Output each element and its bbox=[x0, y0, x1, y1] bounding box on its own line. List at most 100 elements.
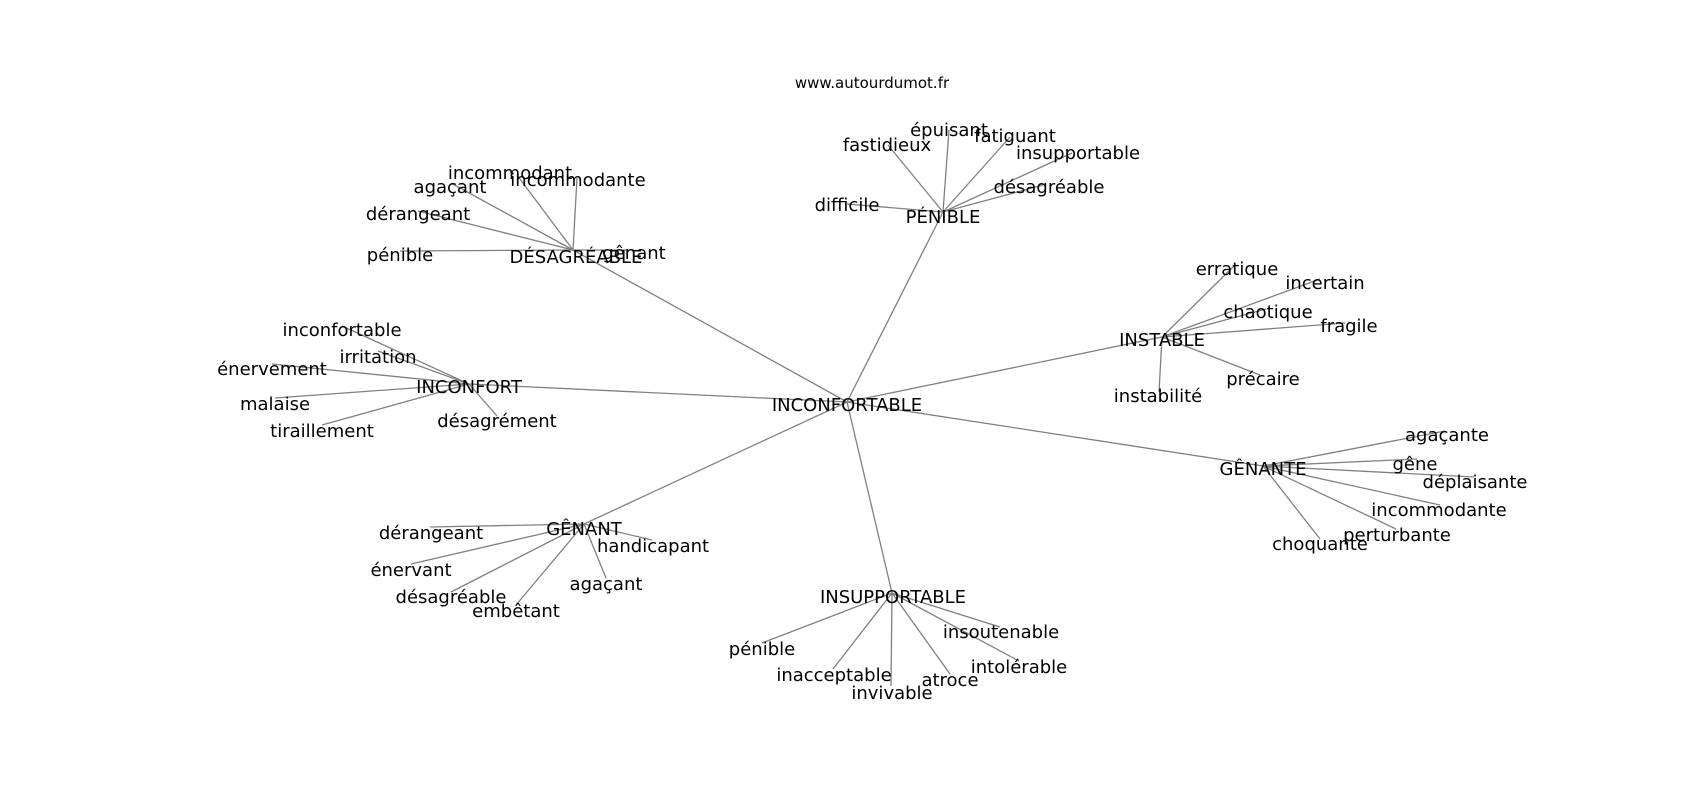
edge-instable-incertain bbox=[1161, 278, 1321, 338]
hub-node-instable[interactable]: INSTABLE bbox=[1119, 330, 1205, 351]
leaf-node-inconfort-irritation[interactable]: irritation bbox=[339, 347, 416, 368]
leaf-node-genante-deplaisante[interactable]: déplaisante bbox=[1423, 472, 1528, 493]
edge-genante-gene bbox=[1262, 458, 1418, 467]
edge-inconfort-inconfortable bbox=[341, 325, 470, 385]
edge-insupportable-inacceptable bbox=[832, 592, 893, 670]
leaf-node-desagreable-genant[interactable]: gênant bbox=[602, 243, 665, 264]
edge-penible-insupportable bbox=[942, 152, 1073, 213]
edge-desagreable-penible bbox=[399, 249, 574, 252]
leaf-node-penible-desagreable[interactable]: désagréable bbox=[994, 177, 1105, 198]
leaf-node-genant-embetant[interactable]: embêtant bbox=[472, 601, 560, 622]
edge-center-instable bbox=[846, 336, 1163, 403]
leaf-node-genant-enervant[interactable]: énervant bbox=[370, 560, 451, 581]
leaf-node-inconfort-inconfortable[interactable]: inconfortable bbox=[282, 320, 401, 341]
edge-desagreable-agacant bbox=[450, 182, 574, 251]
edge-penible-epuisant bbox=[942, 129, 950, 213]
edge-center-desagreable bbox=[572, 249, 848, 403]
leaf-node-inconfort-tiraillement[interactable]: tiraillement bbox=[270, 421, 374, 442]
leaf-node-genante-perturbante[interactable]: perturbante bbox=[1343, 525, 1451, 546]
leaf-node-instable-fragile[interactable]: fragile bbox=[1320, 316, 1377, 337]
edge-genante-choquante bbox=[1262, 465, 1321, 540]
edge-inconfort-malaise bbox=[274, 383, 470, 399]
leaf-node-penible-insupportable[interactable]: insupportable bbox=[1016, 143, 1140, 164]
edge-desagreable-incommodant bbox=[516, 174, 574, 251]
leaf-node-desagreable-derangeant[interactable]: dérangeant bbox=[366, 204, 470, 225]
leaf-node-instable-chaotique[interactable]: chaotique bbox=[1223, 302, 1312, 323]
edge-center-insupportable bbox=[846, 401, 893, 594]
leaf-node-insupportable-invivable[interactable]: invivable bbox=[851, 683, 932, 704]
leaf-node-penible-difficile[interactable]: difficile bbox=[815, 195, 880, 216]
leaf-node-inconfort-desagrement[interactable]: désagrément bbox=[437, 411, 557, 432]
leaf-node-desagreable-incommodant[interactable]: incommodant bbox=[448, 163, 572, 184]
edge-genant-embetant bbox=[515, 523, 585, 606]
edge-genant-enervant bbox=[410, 523, 585, 565]
edge-insupportable-penible bbox=[761, 592, 893, 644]
leaf-node-genant-handicapant[interactable]: handicapant bbox=[597, 536, 709, 557]
edge-insupportable-insoutenable bbox=[891, 592, 1001, 628]
edge-genante-agacante bbox=[1262, 430, 1446, 467]
edge-inconfort-tiraillement bbox=[321, 383, 470, 426]
site-label: www.autourdumot.fr bbox=[795, 74, 950, 92]
leaf-node-genant-derangeant[interactable]: dérangeant bbox=[379, 523, 483, 544]
edge-instable-precaire bbox=[1161, 336, 1261, 376]
leaf-node-instable-precaire[interactable]: précaire bbox=[1226, 369, 1300, 390]
leaf-node-genante-agacante[interactable]: agaçante bbox=[1405, 425, 1489, 446]
leaf-node-desagreable-agacant[interactable]: agaçant bbox=[414, 177, 487, 198]
edge-center-inconfort bbox=[468, 383, 848, 403]
edge-penible-fastidieux bbox=[887, 144, 944, 213]
edge-genant-derangeant bbox=[429, 523, 585, 528]
edge-genant-agacant bbox=[583, 523, 607, 579]
edge-insupportable-invivable bbox=[890, 592, 893, 687]
leaf-node-inconfort-enervement[interactable]: énervement bbox=[217, 359, 327, 380]
leaf-node-inconfort-malaise[interactable]: malaise bbox=[240, 394, 310, 415]
leaf-node-genant-agacant[interactable]: agaçant bbox=[570, 574, 643, 595]
edge-instable-erratique bbox=[1161, 265, 1235, 338]
leaf-node-desagreable-incommodante[interactable]: incommodante bbox=[510, 170, 645, 191]
hub-node-genante[interactable]: GÊNANTE bbox=[1220, 458, 1307, 480]
edge-genante-deplaisante bbox=[1262, 465, 1475, 478]
leaf-node-instable-instabilite[interactable]: instabilité bbox=[1114, 386, 1202, 407]
edge-inconfort-irritation bbox=[377, 350, 470, 385]
leaf-node-instable-incertain[interactable]: incertain bbox=[1285, 273, 1364, 294]
leaf-node-insupportable-inacceptable[interactable]: inacceptable bbox=[776, 665, 891, 686]
leaf-node-genante-choquante[interactable]: choquante bbox=[1272, 534, 1368, 555]
edge-genante-incommodante bbox=[1262, 465, 1441, 506]
leaf-node-genante-incommodante[interactable]: incommodante bbox=[1371, 500, 1506, 521]
edge-genant-handicapant bbox=[583, 523, 653, 541]
edge-penible-desagreable bbox=[942, 184, 1044, 213]
leaf-node-insupportable-intolerable[interactable]: intolérable bbox=[971, 657, 1068, 678]
hub-node-penible[interactable]: PÉNIBLE bbox=[906, 206, 981, 228]
edge-desagreable-derangeant bbox=[417, 210, 574, 251]
leaf-node-genant-desagreable[interactable]: désagréable bbox=[396, 587, 507, 608]
graph-edges bbox=[271, 129, 1475, 687]
edge-desagreable-incommodante bbox=[572, 177, 578, 251]
edge-genant-desagreable bbox=[450, 523, 585, 593]
leaf-node-insupportable-atroce[interactable]: atroce bbox=[921, 670, 978, 691]
leaf-node-instable-erratique[interactable]: erratique bbox=[1196, 259, 1279, 280]
edge-center-penible bbox=[846, 211, 944, 403]
graph-nodes: INCONFORTABLE PÉNIBLE fastidieuxépuisantfa… bbox=[217, 120, 1527, 704]
edge-center-genante bbox=[846, 401, 1264, 467]
edge-instable-fragile bbox=[1161, 322, 1346, 338]
edge-penible-difficile bbox=[846, 203, 944, 213]
edge-insupportable-atroce bbox=[891, 592, 951, 675]
hub-node-inconfort[interactable]: INCONFORT bbox=[416, 377, 523, 398]
edge-insupportable-intolerable bbox=[891, 592, 1020, 662]
leaf-node-insupportable-penible[interactable]: pénible bbox=[729, 639, 795, 660]
edge-genante-perturbante bbox=[1262, 465, 1397, 530]
edge-center-genant bbox=[583, 401, 848, 525]
edge-penible-fatiguant bbox=[942, 136, 1011, 213]
leaf-node-penible-epuisant[interactable]: épuisant bbox=[910, 120, 988, 141]
edge-inconfort-enervement bbox=[271, 363, 470, 385]
center-node-inconfortable[interactable]: INCONFORTABLE bbox=[772, 395, 922, 416]
leaf-node-genante-gene[interactable]: gêne bbox=[1393, 454, 1438, 475]
hub-node-insupportable[interactable]: INSUPPORTABLE bbox=[820, 587, 966, 608]
leaf-node-insupportable-insoutenable[interactable]: insoutenable bbox=[943, 622, 1059, 643]
leaf-node-desagreable-penible[interactable]: pénible bbox=[367, 245, 433, 266]
leaf-node-penible-fatiguant[interactable]: fatiguant bbox=[974, 126, 1056, 147]
hub-node-desagreable[interactable]: DÉSAGRÉABLE bbox=[510, 246, 643, 268]
edge-instable-chaotique bbox=[1161, 308, 1267, 338]
hub-node-genant[interactable]: GÊNANT bbox=[546, 518, 623, 540]
leaf-node-penible-fastidieux[interactable]: fastidieux bbox=[843, 135, 932, 156]
